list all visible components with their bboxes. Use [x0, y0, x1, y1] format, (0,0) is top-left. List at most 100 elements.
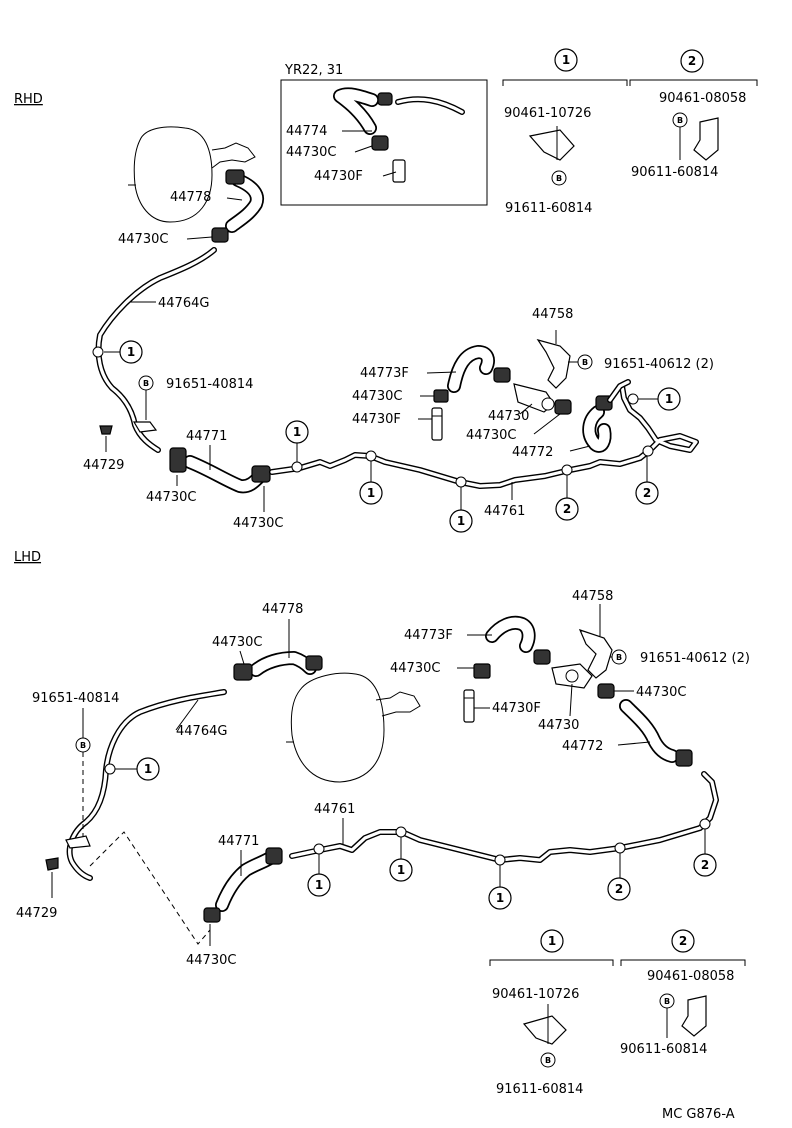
pipe-44764g-lhd	[66, 689, 227, 881]
marker-1-lhd-a: 1	[144, 762, 152, 776]
bolt-marker-rhd-b: B	[582, 358, 588, 367]
marker-2-rhd-a: 2	[563, 502, 571, 516]
marker-1-lhd-d: 1	[496, 891, 504, 905]
label-90611-60814-top: 90611-60814	[631, 165, 718, 180]
bolt-marker-top-2: B	[677, 116, 683, 125]
label-91651-40612-lhd: 91651-40612 (2)	[640, 651, 750, 666]
bottom-key-2-marker: 2	[679, 934, 687, 948]
label-44730c-b-lhd: 44730C	[186, 953, 236, 968]
label-44771-lhd: 44771	[218, 834, 259, 849]
label-44730f-lhd: 44730F	[492, 701, 541, 716]
label-44778-lhd: 44778	[262, 602, 303, 617]
label-44772-rhd: 44772	[512, 445, 553, 460]
fitting-44730f-lhd	[463, 689, 475, 723]
label-44730c-d-lhd: 44730C	[636, 685, 686, 700]
label-44778-rhd: 44778	[170, 190, 211, 205]
check-valve-44730-rhd	[513, 383, 555, 413]
bracket-44758-rhd	[536, 330, 571, 389]
label-44730c-b-rhd: 44730C	[146, 490, 196, 505]
label-44730c-c-rhd: 44730C	[233, 516, 283, 531]
label-44730f-inset: 44730F	[314, 169, 363, 184]
marker-1-rhd-e: 1	[665, 392, 673, 406]
bolt-marker-top-1: B	[556, 174, 562, 183]
clamp-1-top	[528, 126, 575, 161]
brake-booster-rhd	[128, 126, 256, 223]
clamp-2-bottom	[681, 995, 707, 1037]
pipe-44761-lhd	[289, 771, 719, 863]
inset-box	[280, 79, 488, 206]
grommet-44729-lhd	[45, 857, 59, 871]
label-44761-lhd: 44761	[314, 802, 355, 817]
top-key-2-marker: 2	[688, 54, 696, 68]
hose-44778-lhd	[233, 651, 323, 681]
label-91611-60814-bottom: 91611-60814	[496, 1082, 583, 1097]
label-44774-inset: 44774	[286, 124, 327, 139]
marker-1-rhd-a: 1	[127, 345, 135, 359]
hose-44772-rhd	[582, 379, 631, 453]
bolt-marker-bottom-1: B	[545, 1056, 551, 1065]
label-44764g-rhd: 44764G	[158, 296, 209, 311]
label-44758-lhd: 44758	[572, 589, 613, 604]
lhd-section-label: LHD	[14, 550, 41, 565]
label-44729-rhd: 44729	[83, 458, 124, 473]
label-91651-40612-rhd: 91651-40612 (2)	[604, 357, 714, 372]
label-44730-rhd: 44730	[488, 409, 529, 424]
bottom-key-1-marker: 1	[548, 934, 556, 948]
clip-44730c-d-rhd	[433, 389, 449, 403]
bracket-44758-lhd	[578, 604, 613, 679]
label-90611-60814-bottom: 90611-60814	[620, 1042, 707, 1057]
hose-44772-lhd	[619, 699, 693, 767]
label-44730c-d-rhd: 44730C	[352, 389, 402, 404]
bolt-marker-lhd-b: B	[616, 653, 622, 662]
label-44773f-lhd: 44773F	[404, 628, 453, 643]
rhd-section-label: RHD	[14, 92, 43, 107]
clamp-2-top	[693, 117, 719, 161]
grommet-44729-rhd	[99, 425, 113, 435]
hose-44771-rhd	[169, 447, 271, 494]
label-90461-08058-top: 90461-08058	[659, 91, 746, 106]
brake-booster-lhd	[286, 672, 421, 783]
top-key-1-marker: 1	[562, 53, 570, 67]
marker-1-rhd-b: 1	[293, 425, 301, 439]
label-90461-10726-top: 90461-10726	[504, 106, 591, 121]
marker-2-lhd-a: 2	[615, 882, 623, 896]
figure-code: MC G876-A	[662, 1107, 735, 1122]
label-91611-60814-top: 91611-60814	[505, 201, 592, 216]
label-44730f-rhd: 44730F	[352, 412, 401, 427]
bolt-marker-lhd-a: B	[80, 741, 86, 750]
label-91651-40814-lhd: 91651-40814	[32, 691, 119, 706]
hose-44771-lhd	[203, 847, 283, 923]
label-44758-rhd: 44758	[532, 307, 573, 322]
label-44761-rhd: 44761	[484, 504, 525, 519]
label-44729-lhd: 44729	[16, 906, 57, 921]
label-44730c-inset: 44730C	[286, 145, 336, 160]
fitting-44730f-rhd	[431, 407, 443, 441]
label-44771-rhd: 44771	[186, 429, 227, 444]
marker-1-lhd-b: 1	[315, 878, 323, 892]
label-91651-40814-rhd: 91651-40814	[166, 377, 253, 392]
clamp-1-bottom	[522, 1004, 567, 1045]
label-44772-lhd: 44772	[562, 739, 603, 754]
inset-hose-part	[333, 87, 465, 183]
hose-44778-rhd	[211, 169, 264, 243]
pipe-44761-rhd	[269, 383, 699, 489]
label-44730c-c-lhd: 44730C	[390, 661, 440, 676]
marker-2-lhd-b: 2	[701, 858, 709, 872]
label-90461-10726-bottom: 90461-10726	[492, 987, 579, 1002]
marker-1-lhd-c: 1	[397, 863, 405, 877]
label-44773f-rhd: 44773F	[360, 366, 409, 381]
label-44730c-e-rhd: 44730C	[466, 428, 516, 443]
bolt-marker-rhd-a: B	[143, 379, 149, 388]
clip-44730c-c-lhd	[473, 663, 491, 679]
label-44764g-lhd: 44764G	[176, 724, 227, 739]
label-90461-08058-bottom: 90461-08058	[647, 969, 734, 984]
hose-44773f-rhd	[447, 345, 511, 393]
check-valve-44730-lhd	[551, 663, 593, 689]
pipe-44764g-rhd	[95, 247, 217, 453]
label-44730c-a-rhd: 44730C	[118, 232, 168, 247]
hose-44773f-lhd	[485, 615, 551, 665]
marker-2-rhd-b: 2	[643, 486, 651, 500]
marker-1-rhd-c: 1	[367, 486, 375, 500]
bolt-marker-bottom-2: B	[664, 997, 670, 1006]
